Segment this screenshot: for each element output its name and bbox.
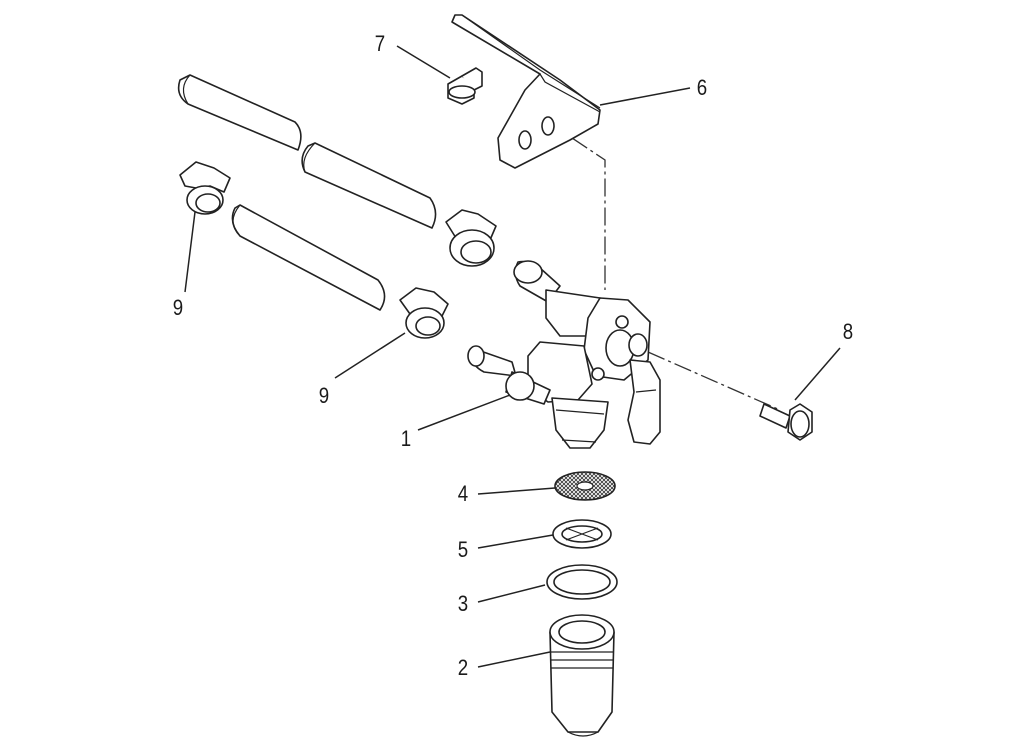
filter-retainer bbox=[552, 519, 612, 549]
mounting-bracket bbox=[451, 14, 601, 169]
callout-1: 1 bbox=[400, 426, 412, 451]
leader-line-3 bbox=[477, 584, 546, 603]
leader-line-6 bbox=[599, 87, 691, 106]
hose-clamp-left bbox=[179, 161, 231, 215]
filter-cup bbox=[549, 614, 615, 737]
leader-line-5 bbox=[477, 534, 554, 549]
fuel-hose-lower bbox=[231, 204, 386, 311]
flange-bolt-7 bbox=[447, 67, 483, 105]
callout-9-left: 9 bbox=[172, 295, 184, 320]
leader-line-9b bbox=[334, 332, 406, 379]
leader-line-1 bbox=[417, 394, 511, 431]
flange-bolt-8 bbox=[759, 403, 813, 441]
leader-line-9a bbox=[184, 211, 196, 293]
callout-7: 7 bbox=[374, 31, 386, 56]
fuel-hose-upper bbox=[177, 74, 437, 229]
fuel-cock-body bbox=[467, 260, 661, 449]
o-ring bbox=[546, 564, 618, 600]
callout-6: 6 bbox=[696, 75, 708, 100]
hose-clamp-middle bbox=[445, 209, 497, 267]
leader-line-2 bbox=[477, 651, 551, 668]
callout-9-right: 9 bbox=[318, 383, 330, 408]
callout-3: 3 bbox=[457, 591, 469, 616]
leader-line-8 bbox=[794, 347, 841, 401]
mesh-filter-disc bbox=[554, 471, 616, 501]
bolt-alignment-line bbox=[647, 351, 781, 411]
callout-4: 4 bbox=[457, 481, 469, 506]
callout-2: 2 bbox=[457, 655, 469, 680]
leader-lines bbox=[184, 45, 841, 668]
leader-line-4 bbox=[477, 487, 556, 495]
hose-clamp-right bbox=[399, 287, 449, 339]
callout-5: 5 bbox=[457, 537, 469, 562]
callout-8: 8 bbox=[842, 319, 854, 344]
leader-line-7 bbox=[396, 45, 451, 79]
